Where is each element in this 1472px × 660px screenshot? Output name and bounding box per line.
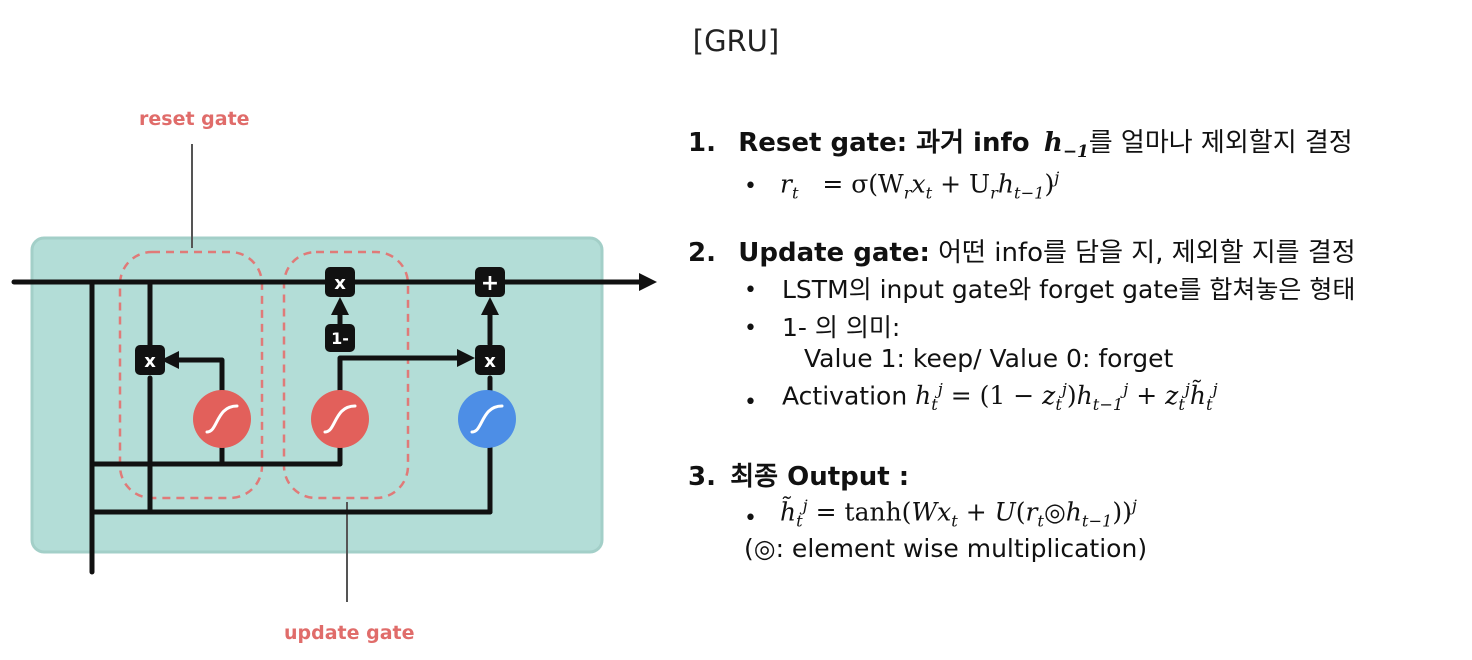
update-bullet-3: Activation htj = (1 − ztj)ht−1j + ztjh̃t… <box>782 380 1218 415</box>
sig2-to-mult <box>337 349 475 396</box>
bullet-dot: • <box>744 174 757 199</box>
page-title: [GRU] <box>692 24 780 58</box>
mult-reset-node: x <box>135 345 165 375</box>
reset-gate-outline <box>118 250 264 500</box>
gru-cell-diagram: x x + 1- x <box>11 144 657 602</box>
svg-text:1-: 1- <box>331 329 349 348</box>
update-gate-outline <box>282 250 410 500</box>
update-gate-label: update gate <box>284 622 415 644</box>
bullet-dot: • <box>744 506 757 531</box>
reset-gate-label: reset gate <box>139 108 250 130</box>
section-1-heading: 1. Reset gate: 과거 info h−1를 얼마나 제외할지 결정 <box>688 128 1353 162</box>
section-3-heading: 3. 최종 Output : <box>688 462 910 492</box>
mult-update-node: x <box>325 267 355 297</box>
cell-box <box>30 236 604 554</box>
bullet-dot: • <box>744 390 757 415</box>
reset-formula: rt = σ(Wrxt + Urht−1)j <box>780 168 1060 203</box>
add-node: + <box>475 267 505 297</box>
output-formula: h̃tj = tanh(Wxt + U(rt◎ht−1))j <box>780 496 1137 531</box>
sig1-to-mult <box>161 351 225 396</box>
bullet-dot: • <box>744 278 757 303</box>
svg-text:x: x <box>334 273 346 294</box>
svg-text:+: + <box>481 271 499 296</box>
section-2-heading: 2. Update gate: 어떤 info를 담을 지, 제외할 지를 결정 <box>688 238 1356 268</box>
bullet-dot: • <box>744 316 757 341</box>
mult-candidate-node: x <box>475 345 505 375</box>
update-bullet-1: LSTM의 input gate와 forget gate를 합쳐놓은 형태 <box>782 275 1356 304</box>
update-bullet-2: 1- 의 의미: <box>782 313 901 342</box>
tanh-node <box>458 390 516 448</box>
sigmoid-reset-node <box>193 390 251 448</box>
sigmoid-update-node <box>311 390 369 448</box>
output-note: (◎: element wise multiplication) <box>744 534 1148 563</box>
svg-text:x: x <box>484 351 496 372</box>
one-minus-node: 1- <box>325 324 355 352</box>
update-bullet-2-detail: Value 1: keep/ Value 0: forget <box>804 344 1174 373</box>
svg-text:x: x <box>144 351 156 372</box>
